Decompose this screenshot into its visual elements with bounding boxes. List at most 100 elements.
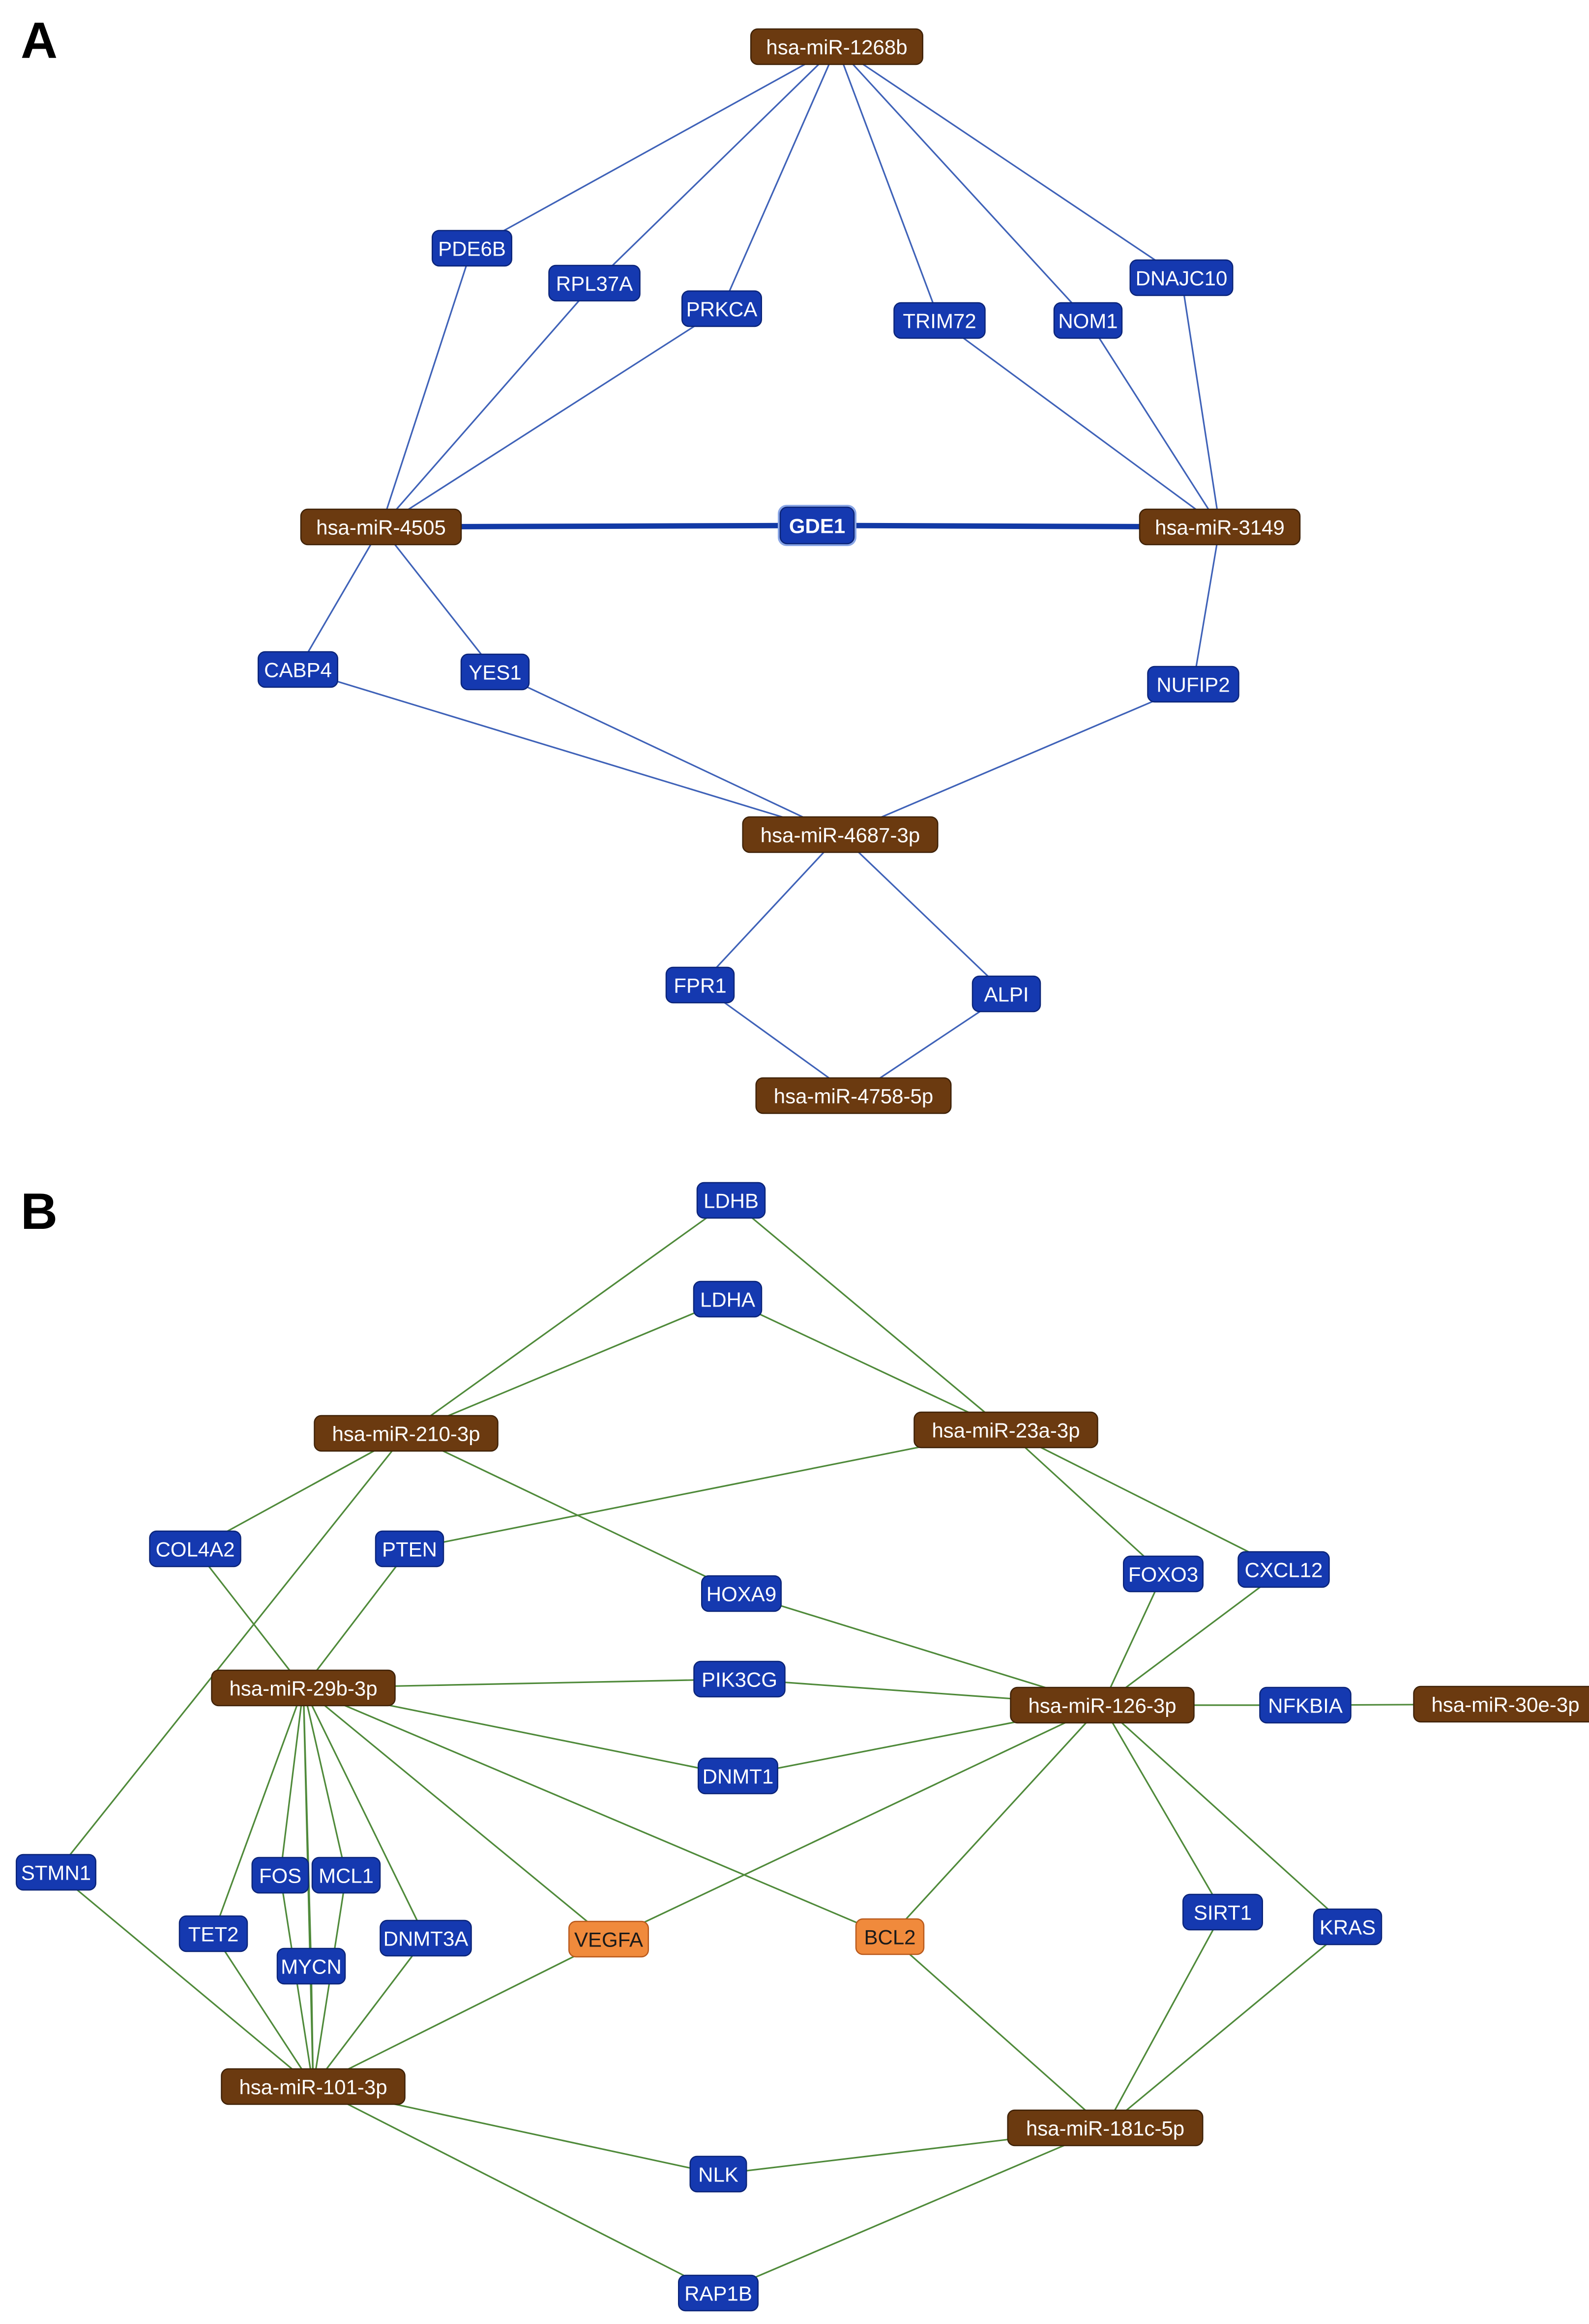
node-col4a2: COL4A2 <box>149 1530 241 1568</box>
edge-b_210-b_stmn1 <box>55 1433 407 1873</box>
edge-b_23a-b_foxo3 <box>1005 1429 1164 1575</box>
edge-b_ldhb-b_210 <box>406 1199 732 1434</box>
node-box <box>311 1857 381 1894</box>
node-hsa-mir-23a-3p: hsa-miR-23a-3p <box>913 1411 1098 1449</box>
node-box <box>568 1920 649 1958</box>
node-mycn: MYCN <box>276 1947 346 1985</box>
edge-b_210-b_col4a2 <box>195 1432 407 1550</box>
node-foxo3: FOXO3 <box>1123 1555 1204 1593</box>
node-box <box>893 302 986 339</box>
edge-b_29b-b_mcl1 <box>302 1687 347 1876</box>
node-box <box>742 816 939 853</box>
node-box <box>1237 1551 1330 1588</box>
edge-a_3149-a_nufip2 <box>1192 526 1221 685</box>
node-box <box>548 264 641 302</box>
node-bcl2: BCL2 <box>855 1918 925 1955</box>
node-hsa-mir-1268b: hsa-miR-1268b <box>750 28 923 65</box>
edge-b_dnmt3a-b_101 <box>312 1938 427 2087</box>
node-label: GDE1 <box>789 515 845 538</box>
node-label: hsa-miR-30e-3p <box>1431 1693 1579 1716</box>
node-box <box>1053 302 1123 339</box>
node-box <box>971 975 1041 1013</box>
node-label: hsa-miR-1268b <box>766 36 907 59</box>
node-nom1: NOM1 <box>1053 302 1123 339</box>
node-label: TET2 <box>188 1923 239 1946</box>
node-label: HOXA9 <box>706 1583 776 1606</box>
node-box <box>1010 1686 1195 1724</box>
node-label: DNMT1 <box>703 1765 774 1788</box>
node-box <box>855 1918 925 1955</box>
node-label: CABP4 <box>264 659 332 682</box>
edge-b_29b-b_dnmt3a <box>302 1687 427 1939</box>
node-ldhb: LDHB <box>696 1182 766 1219</box>
node-pde6b: PDE6B <box>432 230 512 267</box>
edge-b_rap1b-b_181c <box>718 2127 1106 2294</box>
node-tet2: TET2 <box>178 1915 248 1952</box>
node-label: hsa-miR-4687-3p <box>761 824 920 847</box>
node-box <box>1129 259 1234 296</box>
node-box <box>913 1411 1098 1449</box>
node-stmn1: STMN1 <box>16 1854 96 1891</box>
node-box <box>375 1530 444 1568</box>
node-box <box>693 1280 763 1318</box>
node-label: PIK3CG <box>702 1668 777 1691</box>
node-box <box>1007 2109 1204 2147</box>
node-box <box>678 2274 759 2312</box>
edge-b_vegfa-b_101 <box>313 1938 609 2088</box>
node-nufip2: NUFIP2 <box>1147 666 1239 703</box>
node-label: MYCN <box>281 1955 342 1978</box>
node-label: KRAS <box>1320 1916 1376 1939</box>
node-rpl37a: RPL37A <box>548 264 641 302</box>
node-vegfa: VEGFA <box>568 1920 649 1958</box>
edges-layer <box>55 46 1506 2294</box>
node-box <box>314 1415 499 1452</box>
edge-b_mycn-b_101 <box>310 1966 314 2087</box>
edge-b_sirt1-b_181c <box>1104 1912 1224 2128</box>
edge-b_101-b_rap1b <box>313 2086 719 2294</box>
edge-a_4505-a_cabp4 <box>297 526 382 670</box>
node-label: SIRT1 <box>1194 1901 1252 1924</box>
edge-a_1268b-a_rpl37a <box>593 46 838 284</box>
edge-a_rpl37a-a_4505 <box>380 282 595 528</box>
node-box <box>1413 1685 1589 1723</box>
edge-a_1268b-a_nom1 <box>836 46 1089 321</box>
node-label: hsa-miR-3149 <box>1155 516 1285 539</box>
edge-a_4687-a_alpi <box>839 834 1007 995</box>
edge-a_yes1-a_4687 <box>495 671 841 836</box>
node-label: COL4A2 <box>155 1538 235 1561</box>
edge-b_126-b_kras <box>1101 1704 1349 1928</box>
node-kras: KRAS <box>1313 1908 1383 1946</box>
node-box <box>211 1669 396 1707</box>
node-hoxa9: HOXA9 <box>701 1575 782 1612</box>
node-label: ALPI <box>984 983 1029 1006</box>
panel-label-a: A <box>21 12 58 69</box>
edge-a_prkca-a_4505 <box>381 308 722 528</box>
edge-b_29b-b_bcl2 <box>303 1687 890 1938</box>
edge-a_1268b-a_dnajc10 <box>836 46 1182 279</box>
node-box <box>701 1575 782 1612</box>
node-label: FOXO3 <box>1128 1563 1198 1586</box>
edge-a_pde6b-a_4505 <box>380 248 473 527</box>
node-box <box>696 1182 766 1219</box>
node-label: LDHA <box>700 1288 755 1311</box>
edge-b_126-b_sirt1 <box>1101 1705 1224 1913</box>
edge-b_bcl2-b_181c <box>889 1936 1106 2129</box>
node-label: LDHB <box>704 1190 759 1213</box>
node-label: DNMT3A <box>383 1927 469 1950</box>
node-ldha: LDHA <box>693 1280 763 1318</box>
node-label: hsa-miR-4505 <box>316 516 446 539</box>
node-box <box>221 2068 406 2105</box>
node-mcl1: MCL1 <box>311 1857 381 1894</box>
edge-b_hoxa9-b_126 <box>741 1593 1103 1706</box>
node-label: MCL1 <box>319 1864 374 1888</box>
edge-a_1268b-a_pde6b <box>471 46 837 249</box>
node-label: RAP1B <box>684 2282 752 2305</box>
edge-b_23a-b_pten <box>409 1429 1006 1550</box>
edge-b_ldha-b_210 <box>406 1298 728 1434</box>
edge-b_cxcl12-b_126 <box>1102 1569 1284 1706</box>
node-dnajc10: DNAJC10 <box>1129 259 1234 296</box>
edge-a_trim72-a_3149 <box>939 320 1220 528</box>
node-hsa-mir-4687-3p: hsa-miR-4687-3p <box>742 816 939 853</box>
node-hsa-mir-101-3p: hsa-miR-101-3p <box>221 2068 406 2105</box>
